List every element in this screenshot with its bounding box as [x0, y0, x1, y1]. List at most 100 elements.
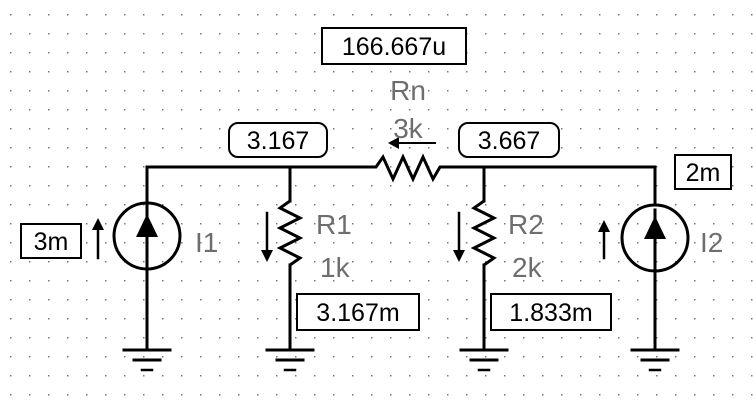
grid-dot	[580, 375, 582, 377]
grid-dot	[124, 337, 126, 339]
grid-dot	[124, 109, 126, 111]
grid-dot	[314, 223, 316, 225]
resistor-r2-symbol[interactable]	[470, 199, 498, 267]
grid-dot	[238, 223, 240, 225]
grid-dot	[67, 166, 69, 168]
grid-dot	[409, 166, 411, 168]
grid-dot	[219, 14, 221, 16]
grid-dot	[751, 166, 753, 168]
grid-dot	[580, 280, 582, 282]
grid-dot	[48, 71, 50, 73]
grid-dot	[371, 14, 373, 16]
grid-dot	[181, 33, 183, 35]
grid-dot	[48, 128, 50, 130]
grid-dot	[181, 242, 183, 244]
grid-dot	[67, 109, 69, 111]
grid-dot	[599, 261, 601, 263]
grid-dot	[333, 261, 335, 263]
grid-dot	[105, 394, 107, 396]
r1-current-box[interactable]	[296, 293, 420, 331]
grid-dot	[561, 204, 563, 206]
resistor-r1-symbol[interactable]	[276, 199, 304, 267]
grid-dot	[143, 71, 145, 73]
grid-dot	[390, 166, 392, 168]
grid-dot	[276, 33, 278, 35]
resistor-rn-symbol[interactable]	[340, 153, 448, 183]
grid-dot	[333, 242, 335, 244]
grid-dot	[67, 394, 69, 396]
grid-dot	[219, 147, 221, 149]
grid-dot	[105, 71, 107, 73]
grid-dot	[314, 52, 316, 54]
grid-dot	[523, 280, 525, 282]
grid-dot	[124, 71, 126, 73]
grid-dot	[200, 71, 202, 73]
grid-dot	[618, 52, 620, 54]
grid-dot	[694, 318, 696, 320]
grid-dot	[675, 356, 677, 358]
grid-dot	[219, 356, 221, 358]
grid-dot	[67, 356, 69, 358]
grid-dot	[390, 337, 392, 339]
grid-dot	[732, 394, 734, 396]
grid-dot	[86, 109, 88, 111]
grid-dot	[10, 14, 12, 16]
grid-dot	[618, 128, 620, 130]
grid-dot	[561, 109, 563, 111]
grid-dot	[504, 33, 506, 35]
i1-value-box[interactable]	[20, 223, 82, 259]
grid-dot	[67, 128, 69, 130]
grid-dot	[162, 242, 164, 244]
i2-value-box[interactable]	[674, 154, 732, 190]
grid-dot	[219, 375, 221, 377]
grid-dot	[656, 185, 658, 187]
grid-dot	[295, 242, 297, 244]
grid-dot	[29, 71, 31, 73]
grid-dot	[105, 109, 107, 111]
grid-dot	[29, 299, 31, 301]
grid-dot	[295, 14, 297, 16]
grid-dot	[276, 394, 278, 396]
left-node-voltage-badge[interactable]	[228, 122, 328, 158]
grid-dot	[637, 394, 639, 396]
grid-dot	[162, 337, 164, 339]
grid-dot	[523, 337, 525, 339]
grid-dot	[48, 166, 50, 168]
grid-dot	[466, 223, 468, 225]
grid-dot	[200, 52, 202, 54]
grid-dot	[713, 109, 715, 111]
grid-dot	[162, 147, 164, 149]
grid-dot	[10, 33, 12, 35]
grid-dot	[428, 109, 430, 111]
grid-dot	[181, 185, 183, 187]
grid-dot	[105, 242, 107, 244]
grid-dot	[466, 109, 468, 111]
grid-dot	[751, 90, 753, 92]
grid-dot	[276, 261, 278, 263]
grid-dot	[656, 90, 658, 92]
grid-dot	[257, 299, 259, 301]
right-node-voltage-badge[interactable]	[458, 122, 560, 158]
grid-dot	[143, 185, 145, 187]
grid-dot	[371, 394, 373, 396]
r2-current-box[interactable]	[490, 293, 612, 331]
grid-dot	[751, 223, 753, 225]
grid-dot	[200, 356, 202, 358]
grid-dot	[390, 261, 392, 263]
grid-dot	[257, 242, 259, 244]
grid-dot	[504, 242, 506, 244]
grid-dot	[618, 109, 620, 111]
grid-dot	[219, 128, 221, 130]
grid-dot	[276, 71, 278, 73]
grid-dot	[428, 356, 430, 358]
grid-dot	[371, 204, 373, 206]
grid-dots	[10, 14, 753, 396]
grid-dot	[656, 394, 658, 396]
grid-dot	[352, 223, 354, 225]
rn-current-probe-box[interactable]	[321, 27, 467, 65]
grid-dot	[333, 90, 335, 92]
grid-dot	[637, 261, 639, 263]
grid-dot	[561, 223, 563, 225]
grid-dot	[637, 128, 639, 130]
